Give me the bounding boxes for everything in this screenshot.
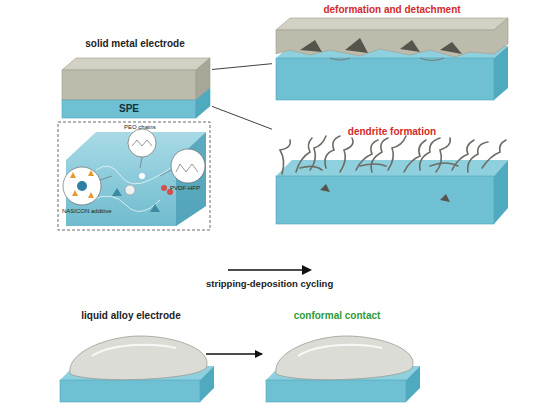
leader-line — [212, 106, 272, 129]
component-label: PVDF-HFP — [170, 185, 200, 191]
electrode-panel: solid metal electrodeSPE — [58, 34, 212, 120]
solid-electrode-stack — [62, 58, 210, 118]
panel-heading: deformation and detachment — [272, 4, 512, 16]
panel-heading: solid metal electrode — [58, 38, 212, 50]
layer-label: SPE — [62, 103, 196, 115]
dendrite-electrode — [276, 136, 508, 224]
spe-inset — [58, 122, 210, 230]
electrode-panel: dendrite formation — [272, 124, 512, 226]
panel-heading: conformal contact — [262, 310, 412, 322]
leader-line — [212, 64, 272, 70]
electrode-panel: liquid alloy electrode — [56, 304, 206, 404]
liquid-electrode — [60, 336, 420, 402]
component-label: NASICON additive — [62, 208, 112, 214]
deformed-electrode — [276, 18, 508, 100]
transition-arrow — [206, 353, 262, 355]
component-label: PEO chains — [124, 124, 156, 130]
process-label: stripping-deposition cycling — [206, 278, 333, 289]
electrode-panel: deformation and detachment — [272, 2, 512, 102]
cycling-arrow — [228, 265, 312, 275]
electrolyte-layer: SPE — [62, 100, 196, 118]
panel-heading: liquid alloy electrode — [56, 310, 206, 322]
electrode-panel: conformal contact — [262, 304, 412, 404]
panel-heading: dendrite formation — [272, 126, 512, 138]
